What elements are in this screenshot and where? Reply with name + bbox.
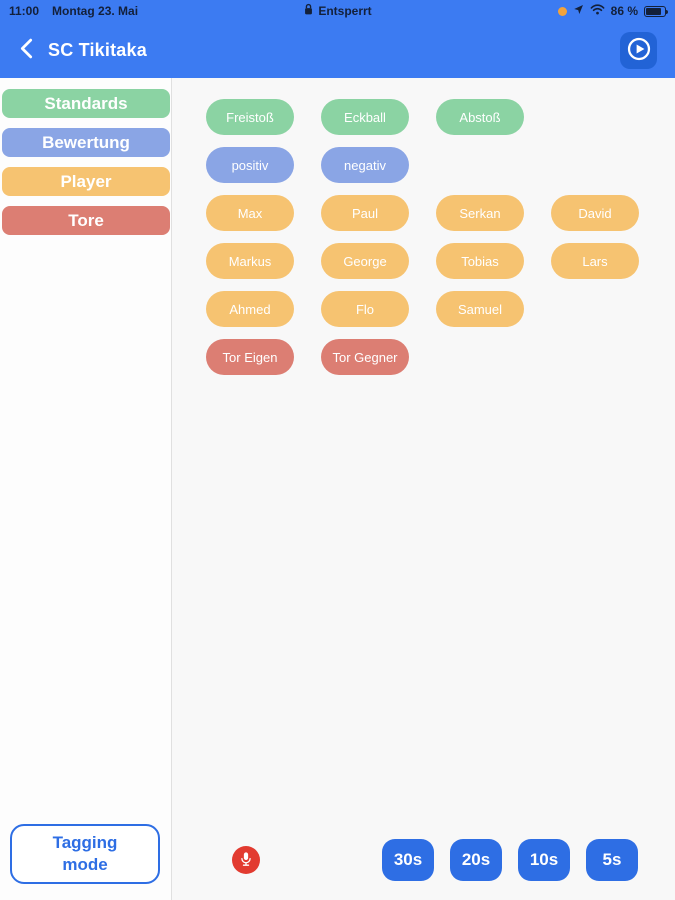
sidebar-item-standards[interactable]: Standards — [2, 89, 170, 118]
status-center-label: Entsperrt — [318, 4, 372, 18]
page-title: SC Tikitaka — [48, 39, 147, 60]
battery-icon — [644, 5, 668, 17]
tag-pill-tor-eigen[interactable]: Tor Eigen — [206, 339, 294, 375]
microphone-icon — [238, 851, 254, 870]
tag-pill-ahmed[interactable]: Ahmed — [206, 291, 294, 327]
tag-pill-negativ[interactable]: negativ — [321, 147, 409, 183]
tag-pill-paul[interactable]: Paul — [321, 195, 409, 231]
tag-pill-positiv[interactable]: positiv — [206, 147, 294, 183]
play-video-button[interactable] — [620, 31, 657, 69]
tagging-mode-button[interactable]: Tagging mode — [10, 824, 160, 884]
status-left: 11:00 Montag 23. Mai — [9, 4, 303, 18]
timer-button-5s[interactable]: 5s — [586, 839, 638, 881]
tag-pill-david[interactable]: David — [551, 195, 639, 231]
tag-pill-george[interactable]: George — [321, 243, 409, 279]
battery-percent: 86 % — [610, 4, 638, 18]
status-time: 11:00 — [9, 4, 40, 18]
tag-pill-max[interactable]: Max — [206, 195, 294, 231]
sidebar-item-bewertung[interactable]: Bewertung — [2, 128, 170, 157]
tag-pill-abstoss[interactable]: Abstoß — [436, 99, 524, 135]
tag-pill-serkan[interactable]: Serkan — [436, 195, 524, 231]
tag-pill-lars[interactable]: Lars — [551, 243, 639, 279]
timer-button-30s[interactable]: 30s — [382, 839, 434, 881]
timer-button-20s[interactable]: 20s — [450, 839, 502, 881]
tag-pill-freistoss[interactable]: Freistoß — [206, 99, 294, 135]
sidebar-item-player[interactable]: Player — [2, 167, 170, 196]
location-arrow-icon — [573, 4, 584, 18]
sidebar-item-tore[interactable]: Tore — [2, 206, 170, 235]
chevron-left-icon — [20, 38, 33, 62]
back-button[interactable] — [18, 36, 35, 64]
status-bar: 11:00 Montag 23. Mai Entsperrt — [0, 0, 675, 22]
tag-pill-tor-gegner[interactable]: Tor Gegner — [321, 339, 409, 375]
navigation-bar: SC Tikitaka — [0, 22, 675, 78]
microphone-active-indicator-icon — [557, 6, 567, 16]
tag-pill-tobias[interactable]: Tobias — [436, 243, 524, 279]
voice-record-button[interactable] — [232, 846, 260, 874]
tag-pill-samuel[interactable]: Samuel — [436, 291, 524, 327]
play-circle-icon — [626, 36, 652, 65]
tag-pill-markus[interactable]: Markus — [206, 243, 294, 279]
tag-pill-eckball[interactable]: Eckball — [321, 99, 409, 135]
wifi-icon — [590, 4, 605, 18]
lock-icon — [303, 3, 314, 19]
timer-button-group: 30s 20s 10s 5s — [382, 839, 638, 881]
tag-pill-flo[interactable]: Flo — [321, 291, 409, 327]
status-date: Montag 23. Mai — [52, 4, 139, 18]
status-right: 86 % — [372, 4, 668, 18]
footer-bar: 30s 20s 10s 5s — [172, 839, 675, 881]
status-center: Entsperrt — [303, 3, 372, 19]
timer-button-10s[interactable]: 10s — [518, 839, 570, 881]
